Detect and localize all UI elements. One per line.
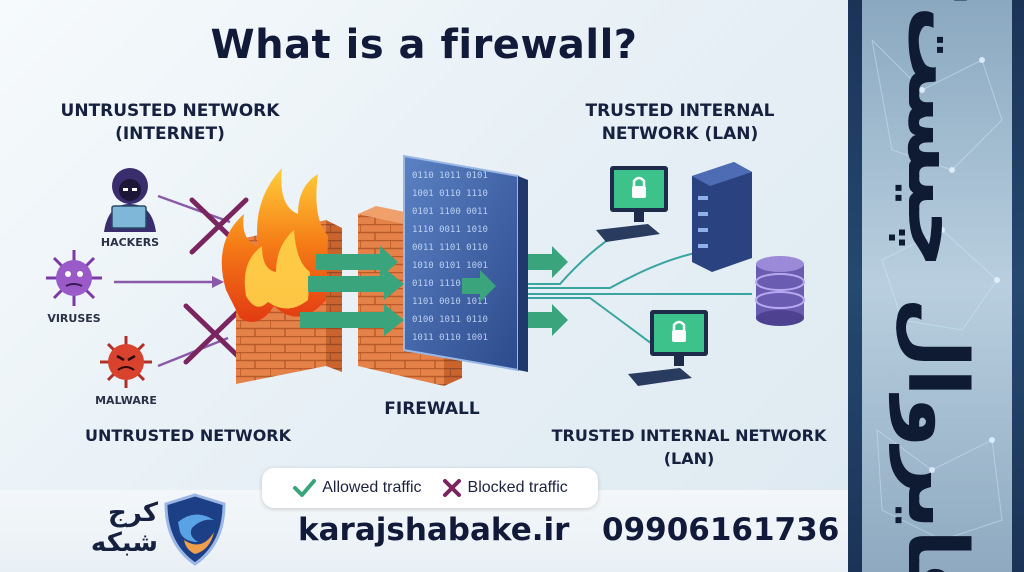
website-link[interactable]: karajshabake.ir — [298, 512, 570, 548]
viruses-label: VIRUSES — [47, 312, 101, 325]
svg-text:1001 0110 1110: 1001 0110 1110 — [412, 189, 488, 199]
legend-allowed-label: Allowed traffic — [322, 479, 422, 496]
svg-text:1101 0010 1011: 1101 0010 1011 — [412, 297, 488, 307]
malware-icon — [100, 336, 152, 388]
trusted-line-2: NETWORK (LAN) — [601, 124, 759, 144]
svg-text:0011 1101 0110: 0011 1101 0110 — [412, 243, 488, 253]
svg-text:1110 0011 1010: 1110 0011 1010 — [412, 225, 488, 235]
legend-blocked-label: Blocked traffic — [467, 479, 568, 496]
svg-text:0100 1011 0110: 0100 1011 0110 — [412, 315, 488, 325]
computer-lock-icon — [596, 166, 668, 242]
binary-panel-icon: 0110 1011 0101 1001 0110 1110 0101 1100 … — [403, 154, 528, 372]
hackers-label: HACKERS — [100, 236, 160, 249]
legend: Allowed traffic Blocked traffic — [262, 468, 598, 508]
server-icon — [692, 162, 752, 272]
side-banner-panel — [862, 0, 1012, 572]
trusted-network-bottom-label: TRUSTED INTERNAL NETWORK (LAN) — [550, 424, 828, 470]
legend-allowed: Allowed traffic — [292, 478, 422, 498]
firewall-label: FIREWALL — [384, 399, 480, 419]
side-title-wrap: فایروال چیست؟ — [862, 0, 1012, 572]
x-icon — [442, 479, 461, 497]
trusted-bottom-line-2: (LAN) — [663, 449, 715, 468]
svg-text:1010 0101 1001: 1010 0101 1001 — [412, 261, 488, 271]
malware-label: MALWARE — [95, 394, 157, 407]
brand-line-2: شبکه — [90, 528, 158, 558]
shield-logo-icon — [164, 493, 226, 566]
phone-number[interactable]: 09906161736 — [602, 512, 840, 548]
database-icon — [755, 256, 805, 326]
untrusted-line-2: (INTERNET) — [115, 124, 225, 144]
legend-blocked: Blocked traffic — [442, 478, 568, 498]
svg-text:0110 1011 0101: 0110 1011 0101 — [412, 171, 488, 181]
side-title: فایروال چیست؟ — [889, 0, 985, 572]
untrusted-network-label: UNTRUSTED NETWORK (INTERNET) — [50, 100, 290, 146]
brand-logo: کرج شبکه — [66, 498, 166, 562]
network-mesh-decoration — [871, 39, 1003, 543]
trusted-line-1: TRUSTED INTERNAL — [585, 101, 775, 121]
hacker-icon — [104, 168, 156, 232]
untrusted-network-bottom-label: UNTRUSTED NETWORK — [84, 426, 292, 445]
check-icon — [293, 479, 317, 497]
svg-text:0101 1100 0011: 0101 1100 0011 — [412, 207, 488, 217]
firewall-diagram: 0110 1011 0101 1001 0110 1110 0101 1100 … — [46, 154, 805, 388]
brand-line-1: کرج — [107, 498, 158, 528]
allowed-arrows — [300, 246, 568, 336]
computer-lock-icon-2 — [628, 310, 708, 386]
svg-text:0110 1110 0101: 0110 1110 0101 — [412, 279, 488, 289]
svg-text:1011 0110 1001: 1011 0110 1001 — [412, 333, 488, 343]
trusted-network-label: TRUSTED INTERNAL NETWORK (LAN) — [560, 100, 800, 146]
virus-icon — [46, 250, 102, 306]
untrusted-line-1: UNTRUSTED NETWORK — [60, 101, 280, 121]
page-title: What is a firewall? — [210, 22, 638, 68]
trusted-bottom-line-1: TRUSTED INTERNAL NETWORK — [551, 426, 827, 445]
